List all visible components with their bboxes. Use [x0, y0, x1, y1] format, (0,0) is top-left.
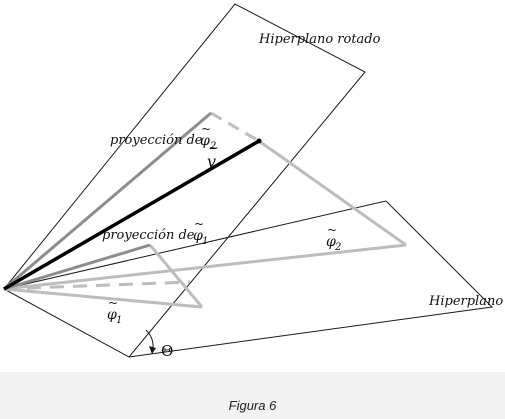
projection-phi1-tilde: ~	[194, 217, 204, 231]
projection-phi2-vector	[3, 111, 212, 291]
projection-phi1-label: proyección de	[102, 228, 195, 243]
figure-caption: Figura 6	[228, 398, 277, 413]
phi1-drop-line	[148, 244, 204, 308]
hyperplane-outline	[3, 200, 494, 358]
phi1-tilde: ~	[108, 296, 118, 310]
caption-band	[0, 372, 505, 419]
theta-label: Θ	[161, 342, 173, 360]
rotated-hyperplane-label: Hiperplano rotado	[258, 32, 381, 47]
projection-phi2-label: proyección de	[110, 133, 203, 148]
diagram-canvas: Hiperplano rotado Hiperplano proyección …	[3, 3, 503, 360]
projection-phi2-tilde: ~	[201, 122, 211, 136]
vector-v-label: v	[207, 152, 216, 171]
projection-phi2-symbol: φ	[200, 133, 210, 149]
projection-phi2-subscript: 2	[209, 141, 216, 152]
phi2-symbol: φ	[326, 234, 336, 250]
hyperplane-label: Hiperplano	[428, 294, 503, 309]
phi1-subscript: 1	[116, 315, 122, 326]
projection-phi1-vector	[3, 243, 151, 291]
rotated-hyperplane-outline	[3, 3, 366, 358]
phi2-tilde: ~	[327, 223, 337, 237]
vector-v	[3, 139, 260, 291]
phi1-dashed-line	[3, 280, 191, 291]
phi2-dashed-line	[210, 111, 260, 143]
phi2-drop-line	[258, 139, 407, 247]
projection-phi1-symbol: φ	[193, 228, 203, 244]
vector-v-tip	[256, 138, 262, 144]
vector-v-tilde: ~	[208, 141, 219, 156]
phi1-symbol: φ	[107, 307, 117, 323]
projection-phi1-subscript: 1	[202, 236, 208, 247]
theta-arrowhead	[149, 346, 156, 354]
phi2-subscript: 2	[334, 242, 341, 253]
phi2-vector	[3, 243, 407, 291]
phi1-vector	[3, 287, 203, 309]
